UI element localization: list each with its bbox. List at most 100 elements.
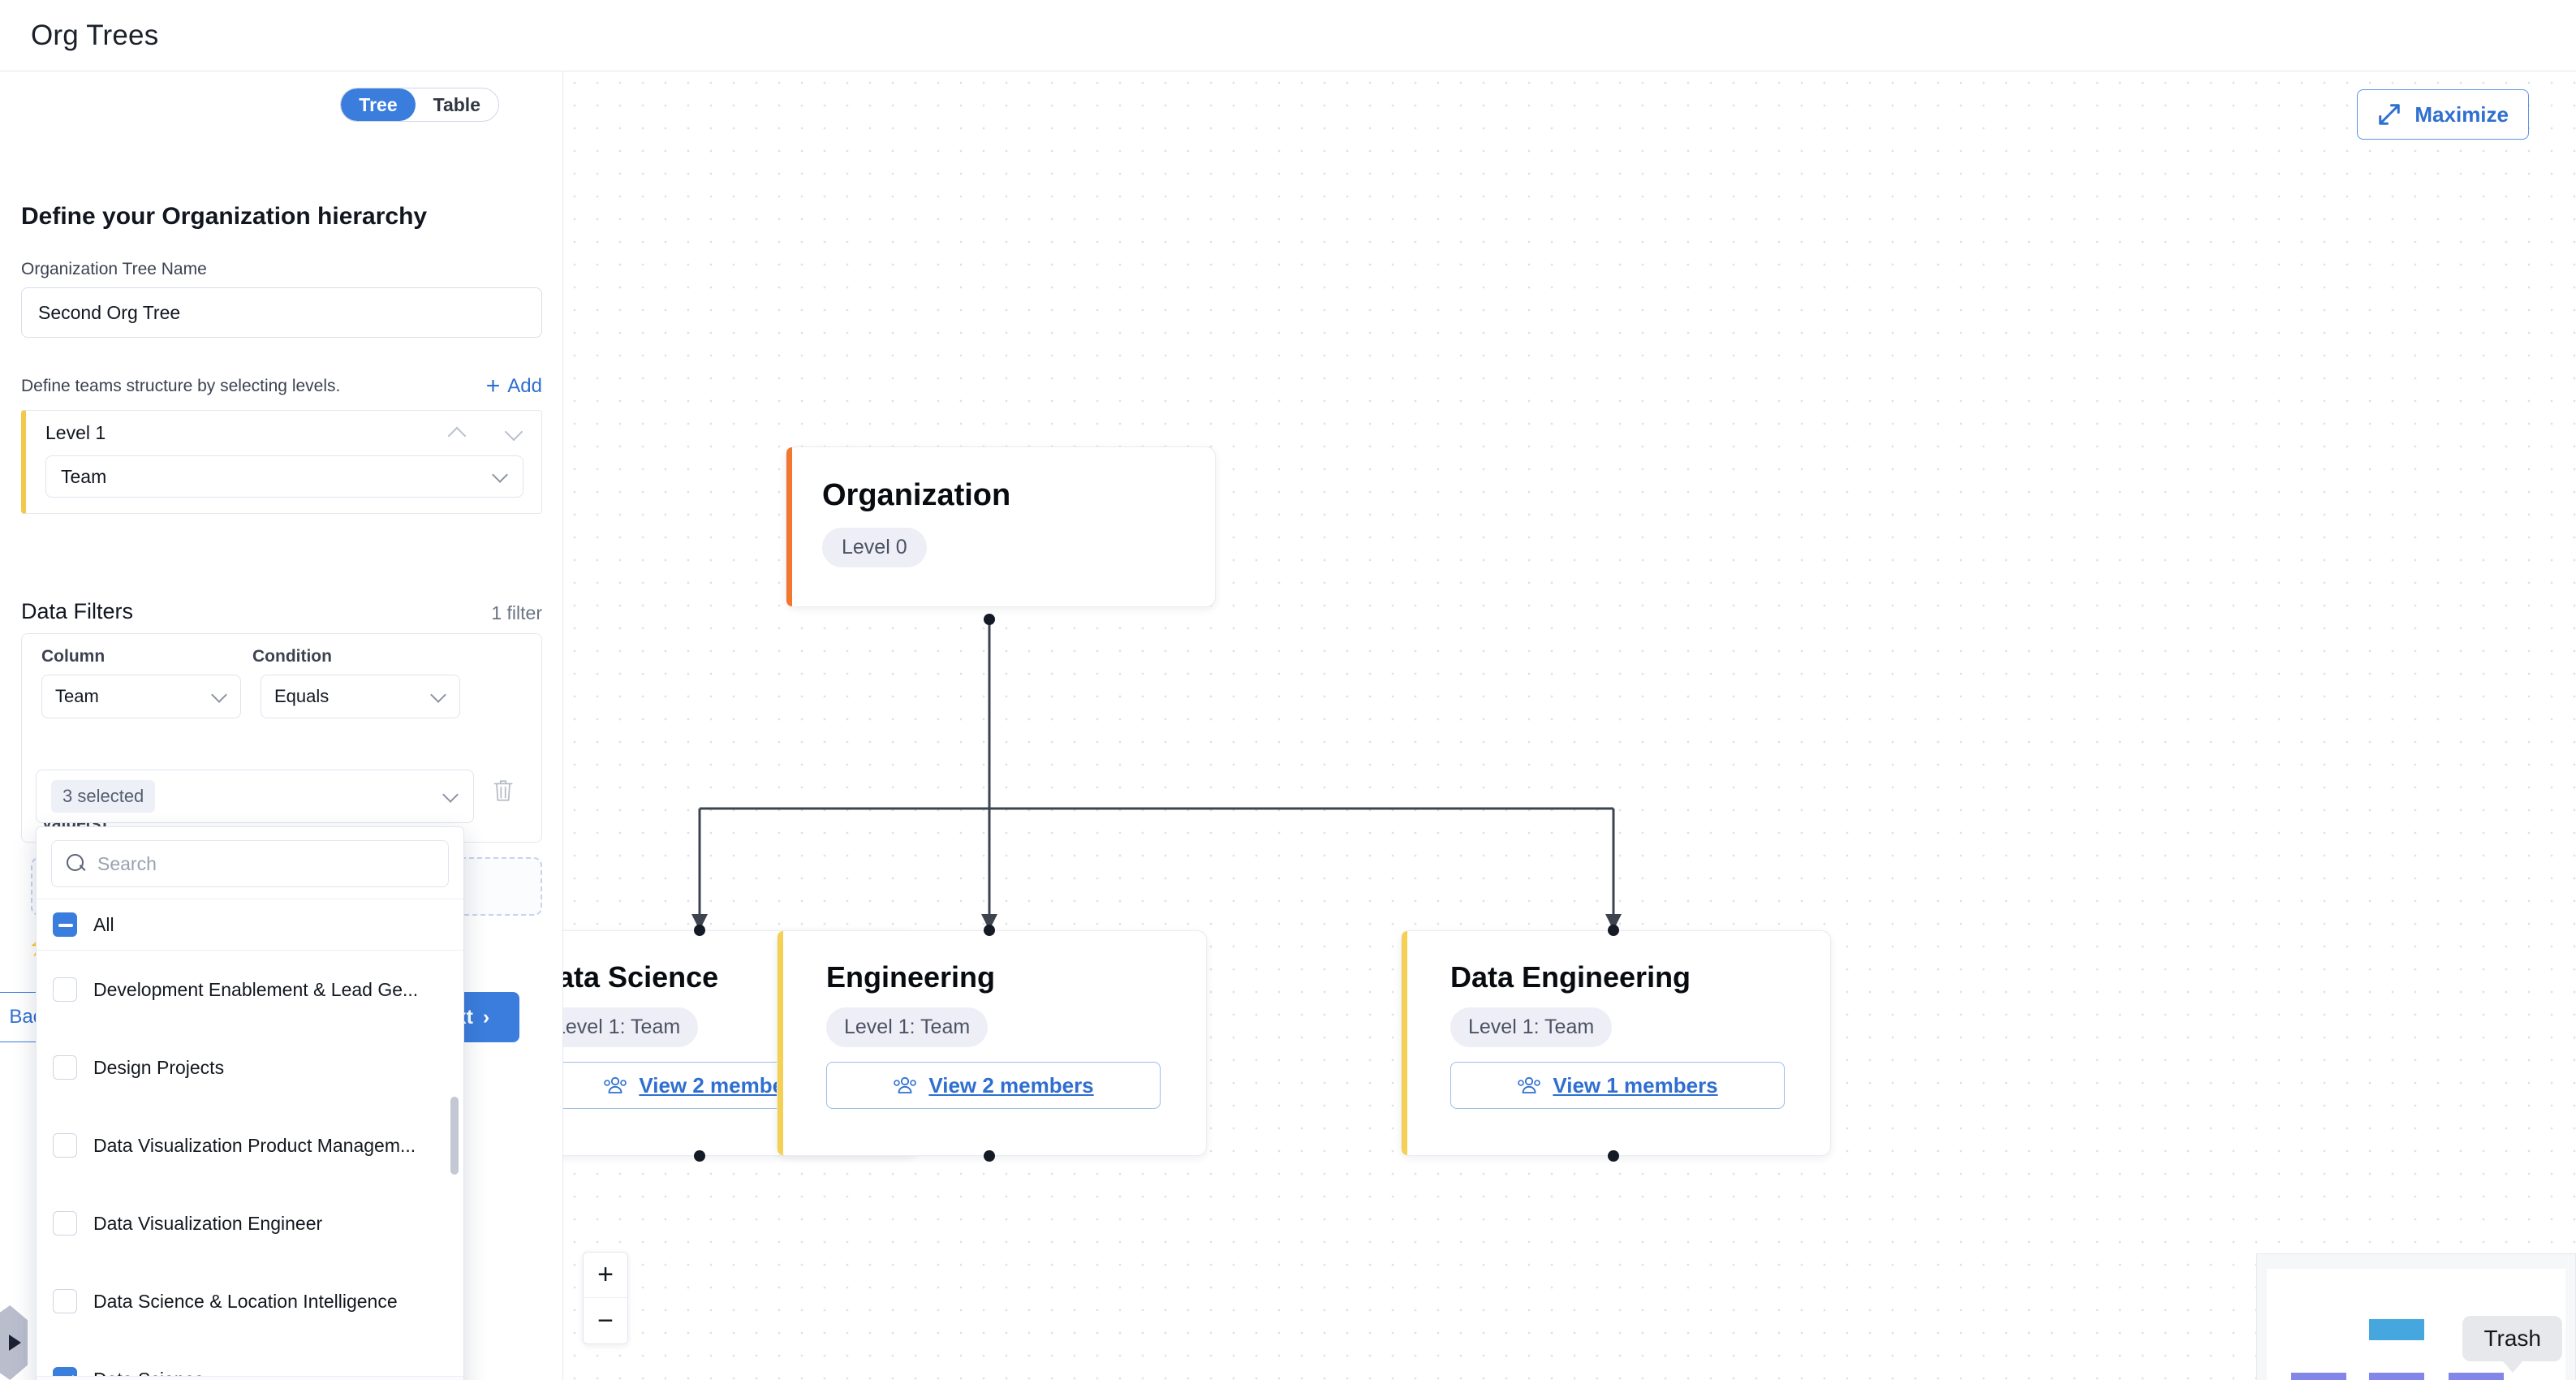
dropdown-option[interactable]: Data Visualization Product Managem... (37, 1106, 463, 1184)
view-members-label: View 2 members (639, 1072, 804, 1098)
level-type-select[interactable]: Team (45, 455, 523, 498)
search-input[interactable]: Search (51, 840, 449, 887)
filter-field-labels: Column Condition (22, 634, 541, 666)
chevron-down-icon[interactable] (506, 429, 523, 438)
values-chip: 3 selected (51, 780, 156, 813)
connector-dot (984, 1150, 995, 1162)
dropdown-option-all[interactable]: All (37, 899, 463, 951)
checkbox-icon[interactable] (53, 1055, 77, 1080)
dropdown-option-list[interactable]: Development Enablement & Lead Ge... Desig… (37, 951, 463, 1376)
levels-header-row: Define teams structure by selecting leve… (21, 374, 542, 399)
checkbox-icon[interactable] (53, 1133, 77, 1158)
left-config-panel: Tree Table Define your Organization hier… (0, 71, 563, 1380)
zoom-out-button[interactable]: − (597, 1305, 614, 1336)
node-badge: Level 1: Team (1450, 1007, 1613, 1047)
chevron-down-icon (213, 692, 227, 701)
dropdown-option[interactable]: Data Science & Location Intelligence (37, 1262, 463, 1340)
connector-dot (694, 925, 705, 936)
levels-hint: Define teams structure by selecting leve… (21, 377, 341, 395)
level-type-value: Team (61, 465, 107, 487)
node-badge: Level 0 (822, 528, 927, 567)
checkbox-icon[interactable] (53, 1211, 77, 1236)
data-filters-count: 1 filter (491, 602, 542, 623)
minimap-node (2291, 1373, 2346, 1380)
zoom-in-button[interactable]: + (584, 1253, 627, 1298)
condition-value: Equals (274, 686, 330, 706)
checkbox-checked-icon[interactable] (53, 1367, 77, 1376)
panel-collapse-handle[interactable] (0, 1305, 28, 1380)
minimap-node (2369, 1319, 2424, 1340)
view-members-button[interactable]: View 2 members (563, 1062, 871, 1109)
dropdown-option-label: Data Visualization Engineer (93, 1212, 323, 1234)
minimap-node (2369, 1373, 2424, 1380)
dropdown-option[interactable]: Data Science (37, 1340, 463, 1376)
add-level-label: Add (507, 375, 542, 397)
triangle-right-icon (9, 1335, 21, 1351)
tree-node-child-2[interactable]: Data Engineering Level 1: Team View 1 me… (1401, 930, 1831, 1156)
level-reorder-controls (449, 429, 523, 438)
search-placeholder: Search (97, 852, 157, 874)
node-badge: Level 1: Team (563, 1007, 699, 1047)
trash-icon[interactable] (493, 778, 514, 803)
add-level-button[interactable]: + Add (486, 374, 542, 399)
dropdown-option-label: Data Visualization Product Managem... (93, 1134, 416, 1156)
checkbox-icon[interactable] (53, 977, 77, 1002)
dropdown-footer: Load More (200/333) (37, 1376, 463, 1380)
checkbox-icon[interactable] (53, 1289, 77, 1313)
people-icon (894, 1076, 917, 1093)
connector-dot (1608, 1150, 1619, 1162)
chevron-right-icon: › (482, 1005, 490, 1029)
dropdown-option[interactable]: Data Visualization Engineer (37, 1184, 463, 1262)
people-icon (604, 1076, 627, 1093)
people-icon (1518, 1076, 1541, 1093)
dropdown-option[interactable]: Development Enablement & Lead Ge... (37, 951, 463, 1029)
view-members-button[interactable]: View 2 members (826, 1062, 1161, 1109)
dropdown-option[interactable]: Design Projects (37, 1029, 463, 1106)
connector-dot (1608, 925, 1619, 936)
tree-name-input[interactable]: Second Org Tree (21, 287, 542, 338)
chevron-down-icon (493, 472, 508, 481)
top-bar: Org Trees (0, 0, 2576, 71)
node-title: Engineering (826, 960, 996, 994)
maximize-button[interactable]: Maximize (2357, 89, 2529, 140)
view-members-label: View 2 members (928, 1072, 1094, 1098)
dropdown-option-label: Data Science & Location Intelligence (93, 1290, 398, 1312)
chevron-down-icon (432, 692, 446, 701)
node-title: Data Engineering (1450, 960, 1691, 994)
tree-node-root[interactable]: Organization Level 0 (786, 446, 1216, 607)
checkbox-indeterminate-icon[interactable] (53, 912, 77, 937)
view-members-label: View 1 members (1553, 1072, 1718, 1098)
tree-canvas[interactable]: Maximize Organization Level 0 Data Scien… (563, 71, 2576, 1380)
values-multiselect[interactable]: 3 selected (36, 770, 474, 823)
panel-heading: Define your Organization hierarchy (21, 203, 428, 230)
chevron-down-icon (444, 792, 459, 800)
column-value: Team (55, 686, 99, 706)
column-label: Column (41, 647, 106, 666)
dropdown-all-label: All (93, 913, 114, 935)
trash-tooltip: Trash (2462, 1316, 2562, 1373)
maximize-label: Maximize (2414, 101, 2509, 127)
plus-icon: + (485, 373, 501, 399)
condition-select[interactable]: Equals (261, 675, 460, 718)
tab-table[interactable]: Table (433, 93, 480, 115)
connector-dot (984, 925, 995, 936)
dropdown-option-label: Development Enablement & Lead Ge... (93, 978, 419, 1000)
tree-node-child-1[interactable]: Engineering Level 1: Team View 2 members (777, 930, 1207, 1156)
level-card: Level 1 Team (21, 410, 542, 514)
tree-name-label: Organization Tree Name (21, 260, 207, 278)
chevron-up-icon[interactable] (449, 429, 467, 438)
dropdown-search-row: Search (37, 827, 463, 899)
node-title: Organization (822, 478, 1011, 512)
minimap[interactable]: Trash (2256, 1253, 2576, 1380)
page-title: Org Trees (31, 19, 159, 51)
dropdown-scrollbar[interactable] (450, 1097, 459, 1175)
dropdown-option-label: Data Science (93, 1369, 205, 1377)
view-toggle: Tree Table (340, 88, 499, 122)
condition-label: Condition (252, 647, 332, 666)
view-members-button[interactable]: View 1 members (1450, 1062, 1785, 1109)
zoom-controls: + − (583, 1252, 628, 1344)
tab-tree[interactable]: Tree (341, 88, 416, 121)
search-icon (67, 854, 86, 873)
column-select[interactable]: Team (41, 675, 241, 718)
